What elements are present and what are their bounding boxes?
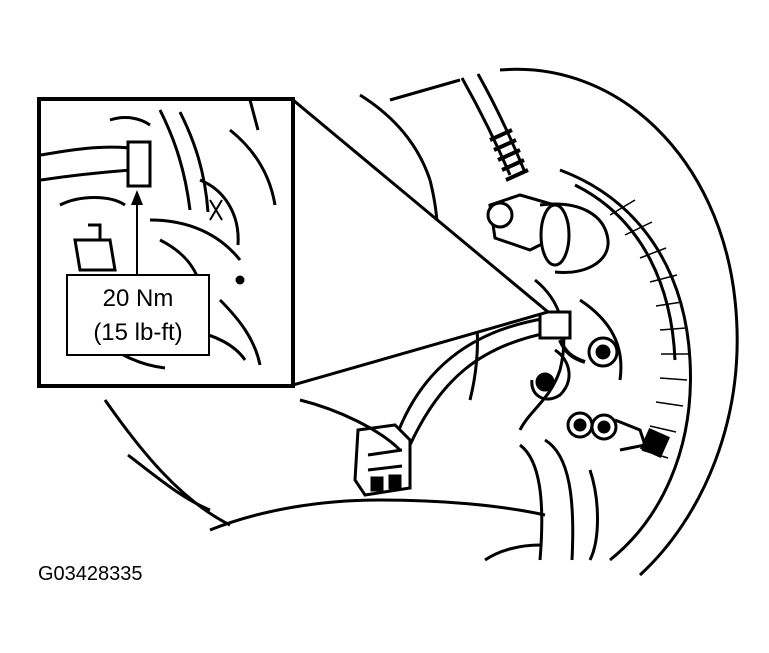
brake-hose-upper (460, 73, 529, 182)
brake-line (393, 310, 586, 446)
detail-inset: 20 Nm (15 lb-ft) (37, 97, 295, 388)
abs-sensor-connector (353, 423, 412, 497)
figure-id: G03428335 (38, 563, 143, 585)
wheel-bearing-bolts (566, 411, 670, 458)
torque-value-nm: 20 Nm (103, 285, 174, 312)
lower-control-arm (103, 78, 599, 562)
caliper-fitting (486, 193, 610, 274)
brake-rotor (499, 67, 739, 577)
steering-knuckle (518, 278, 623, 431)
torque-callout-box (66, 274, 210, 356)
torque-value-lbft: (15 lb-ft) (93, 319, 182, 346)
